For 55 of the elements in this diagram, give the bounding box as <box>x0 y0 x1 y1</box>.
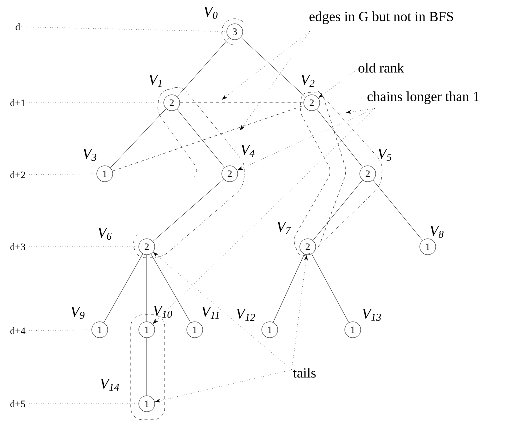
level-label: d+3 <box>10 244 26 250</box>
vertex-label: V$_{7}$ <box>277 222 292 234</box>
leader-line <box>154 252 292 370</box>
tree-edge <box>177 109 226 168</box>
level-line <box>26 246 139 248</box>
level-line <box>26 174 97 176</box>
vertex-label: V$_{11}$ <box>202 307 220 319</box>
tree-edge <box>146 338 148 396</box>
leader-line <box>222 31 310 100</box>
leader-line <box>318 70 358 98</box>
vertex-label: V$_{4}$ <box>241 145 255 157</box>
tree-edge <box>313 180 363 241</box>
dashed-edge <box>112 105 304 172</box>
vertex-label: V$_{9}$ <box>71 307 85 320</box>
level-line <box>26 102 164 104</box>
vertex-label: V$_{12}$ <box>236 309 256 321</box>
tree-edge <box>150 254 192 324</box>
annotation-text: chains longer than 1 <box>368 92 480 104</box>
level-label: d+2 <box>10 172 26 178</box>
tree-edge <box>104 254 144 324</box>
tree-edge <box>273 254 305 323</box>
tree-edge <box>373 180 423 241</box>
tree-edge <box>312 254 350 323</box>
tree-edge <box>177 38 230 98</box>
vertex-label: V$_{3}$ <box>83 149 97 162</box>
leader-line <box>155 370 292 403</box>
tree-edge <box>110 108 167 168</box>
vertex-label: V$_{10}$ <box>154 306 172 318</box>
level-label: d+1 <box>10 100 26 106</box>
level-label: d+5 <box>10 400 26 408</box>
tree-edge <box>152 179 224 242</box>
leader-line <box>240 31 310 131</box>
leader-line <box>153 108 376 324</box>
vertex-label: V$_{2}$ <box>301 75 315 87</box>
vertex-label: V$_{14}$ <box>100 379 120 391</box>
dashed-edge <box>180 102 304 104</box>
leader-line <box>292 256 308 370</box>
leader-line <box>238 108 376 171</box>
level-line <box>22 26 227 32</box>
level-label: d <box>16 24 20 30</box>
tree-edge <box>316 109 364 168</box>
vertex-label: V$_{0}$ <box>204 7 218 20</box>
annotation-text: edges in G but not in BFS <box>310 12 454 24</box>
tree-edge <box>146 255 148 322</box>
annotation-text: tails <box>293 368 316 378</box>
vertex-label: V$_{5}$ <box>378 149 392 162</box>
tree-edge <box>240 37 306 98</box>
vertex-label: V$_{6}$ <box>98 228 112 240</box>
level-label: d+4 <box>10 328 26 334</box>
annotation-text: old rank <box>358 63 404 73</box>
leader-line <box>346 108 376 114</box>
vertex-label: V$_{8}$ <box>430 226 444 238</box>
level-line <box>26 330 92 332</box>
vertex-label: V$_{13}$ <box>362 309 382 322</box>
vertex-label: V$_{1}$ <box>149 75 162 87</box>
